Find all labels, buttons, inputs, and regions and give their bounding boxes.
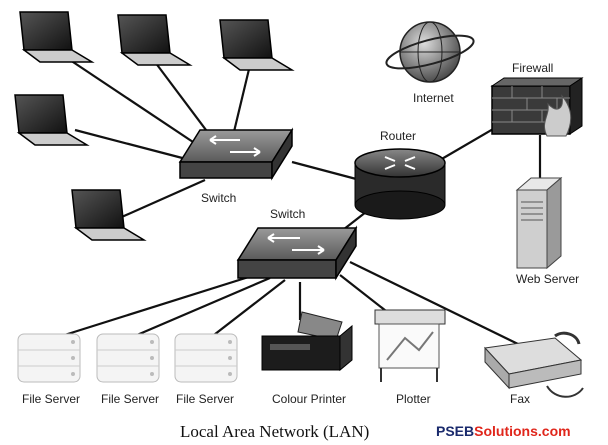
link-laptop3-switch [230,64,252,141]
switch-icon [178,127,294,181]
internet-label: Internet [413,91,454,105]
globe-icon [385,21,475,83]
router-icon [354,148,446,220]
link-switch2-fileserver2 [129,276,271,340]
file-server-label-2: File Server [101,392,159,406]
printer-icon [261,311,353,372]
link-switch2-fax [349,261,521,346]
firewall-label: Firewall [512,61,553,75]
laptop-icon [117,14,193,66]
fax-label: Fax [510,392,530,406]
firewall-icon [490,77,584,137]
link-switch2-fileserver1 [54,273,256,340]
diagram-caption: Local Area Network (LAN) [180,422,369,441]
file-server-icon [174,333,238,383]
link-laptop2-switch [154,61,216,143]
web-server-label: Web Server [516,272,579,286]
watermark-part1: PSEB [436,423,474,439]
switch-icon [236,225,358,281]
file-server-icon [96,333,160,383]
plotter-icon [374,309,446,382]
link-laptop4-switch [74,128,191,162]
laptop-icon [14,94,90,146]
watermark-part2: Solutions.com [474,423,570,439]
plotter-label: Plotter [396,392,431,406]
file-server-label-3: File Server [176,392,234,406]
link-router-firewall [439,124,501,161]
laptop-icon [19,11,95,63]
link-switch2-fileserver3 [209,279,286,339]
link-laptop1-switch [69,59,206,151]
laptop-icon [71,189,147,241]
web-server-icon [515,176,563,270]
watermark: PSEBSolutions.com [436,423,571,439]
link-laptop5-switch [114,178,206,222]
colour-printer-label: Colour Printer [272,392,346,406]
laptop-icon [219,19,295,71]
file-server-label-1: File Server [22,392,80,406]
fax-icon [483,331,584,398]
file-server-icon [17,333,81,383]
switch-top-label: Switch [201,191,236,205]
router-label: Router [380,129,416,143]
switch-bottom-label: Switch [270,207,305,221]
network-links [54,59,542,346]
link-switch-router [291,160,361,182]
